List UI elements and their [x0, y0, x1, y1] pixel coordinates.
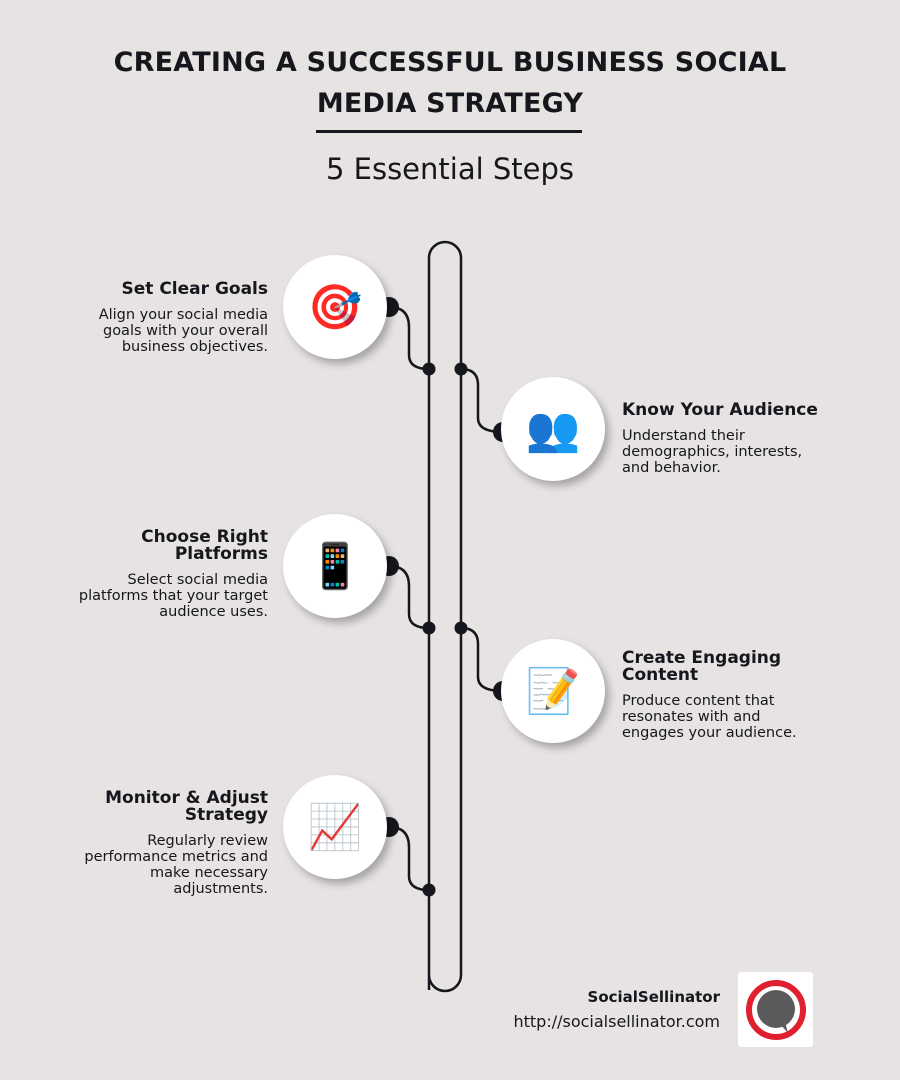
step-3-icon-circle: 📱 — [283, 514, 387, 618]
subtitle: 5 Essential Steps — [325, 152, 575, 186]
step-4: Create Engaging Content Produce content … — [622, 650, 797, 742]
step-1: Set Clear Goals Align your social media … — [99, 279, 268, 356]
title-line: Monitor & Adjust — [105, 788, 268, 808]
speech-bubble-logo-icon — [745, 979, 806, 1040]
people-silhouettes-icon: 👥 — [525, 405, 581, 454]
desc-line: goals with your overall — [102, 323, 268, 339]
title-line: Platforms — [174, 544, 268, 564]
title-line: Content — [622, 665, 699, 685]
step-3-description: Select social media platforms that your … — [79, 572, 268, 620]
step-1-icon-circle: 🎯 — [283, 255, 387, 359]
desc-line: and behavior. — [622, 460, 721, 476]
socialsellinator-logo — [738, 972, 813, 1047]
step-1-description: Align your social media goals with your … — [99, 307, 268, 355]
desc-line: Produce content that — [622, 693, 775, 709]
desc-line: adjustments. — [173, 881, 268, 897]
brand-url-link[interactable]: http://socialsellinator.com — [513, 1012, 720, 1031]
desc-line: business objectives. — [121, 339, 268, 355]
memo-pencil-icon: 📝 — [525, 667, 581, 716]
step-3: Choose Right Platforms Select social med… — [79, 529, 268, 621]
desc-line: demographics, interests, — [622, 444, 803, 460]
brand-name: SocialSellinator — [587, 988, 720, 1006]
title-line-2: MEDIA STRATEGY — [316, 88, 584, 119]
step-5-title: Monitor & Adjust Strategy — [84, 790, 268, 824]
step-4-title: Create Engaging Content — [622, 650, 797, 684]
desc-line: performance metrics and — [84, 849, 268, 865]
desc-line: Understand their — [622, 428, 745, 444]
chart-increasing-icon: 📈 — [307, 803, 363, 852]
step-1-title: Set Clear Goals — [121, 279, 268, 299]
smartphone-icon: 📱 — [307, 542, 363, 591]
title-line: Strategy — [184, 805, 268, 825]
step-5-icon-circle: 📈 — [283, 775, 387, 879]
desc-line: resonates with and — [622, 709, 761, 725]
desc-line: Align your social media — [98, 307, 268, 323]
desc-line: platforms that your target — [78, 588, 268, 604]
title-line: Create Engaging — [622, 648, 782, 668]
step-5: Monitor & Adjust Strategy Regularly revi… — [84, 790, 268, 898]
step-2-description: Understand their demographics, interests… — [622, 428, 818, 476]
page-title: CREATING A SUCCESSFUL BUSINESS SOCIAL ME… — [0, 42, 900, 124]
title-line: Choose Right — [141, 527, 268, 547]
step-2: Know Your Audience Understand their demo… — [622, 400, 818, 477]
step-3-title: Choose Right Platforms — [79, 529, 268, 563]
desc-line: Regularly review — [147, 833, 268, 849]
step-5-description: Regularly review performance metrics and… — [84, 833, 268, 897]
desc-line: make necessary — [150, 865, 268, 881]
step-2-title: Know Your Audience — [622, 400, 818, 420]
desc-line: audience uses. — [159, 604, 268, 620]
step-4-icon-circle: 📝 — [501, 639, 605, 743]
title-underline — [316, 130, 582, 133]
desc-line: engages your audience. — [622, 725, 797, 741]
step-2-icon-circle: 👥 — [501, 377, 605, 481]
title-line-1: CREATING A SUCCESSFUL BUSINESS SOCIAL — [113, 47, 787, 78]
step-4-description: Produce content that resonates with and … — [622, 693, 797, 741]
target-dart-icon: 🎯 — [307, 283, 363, 332]
desc-line: Select social media — [127, 572, 268, 588]
